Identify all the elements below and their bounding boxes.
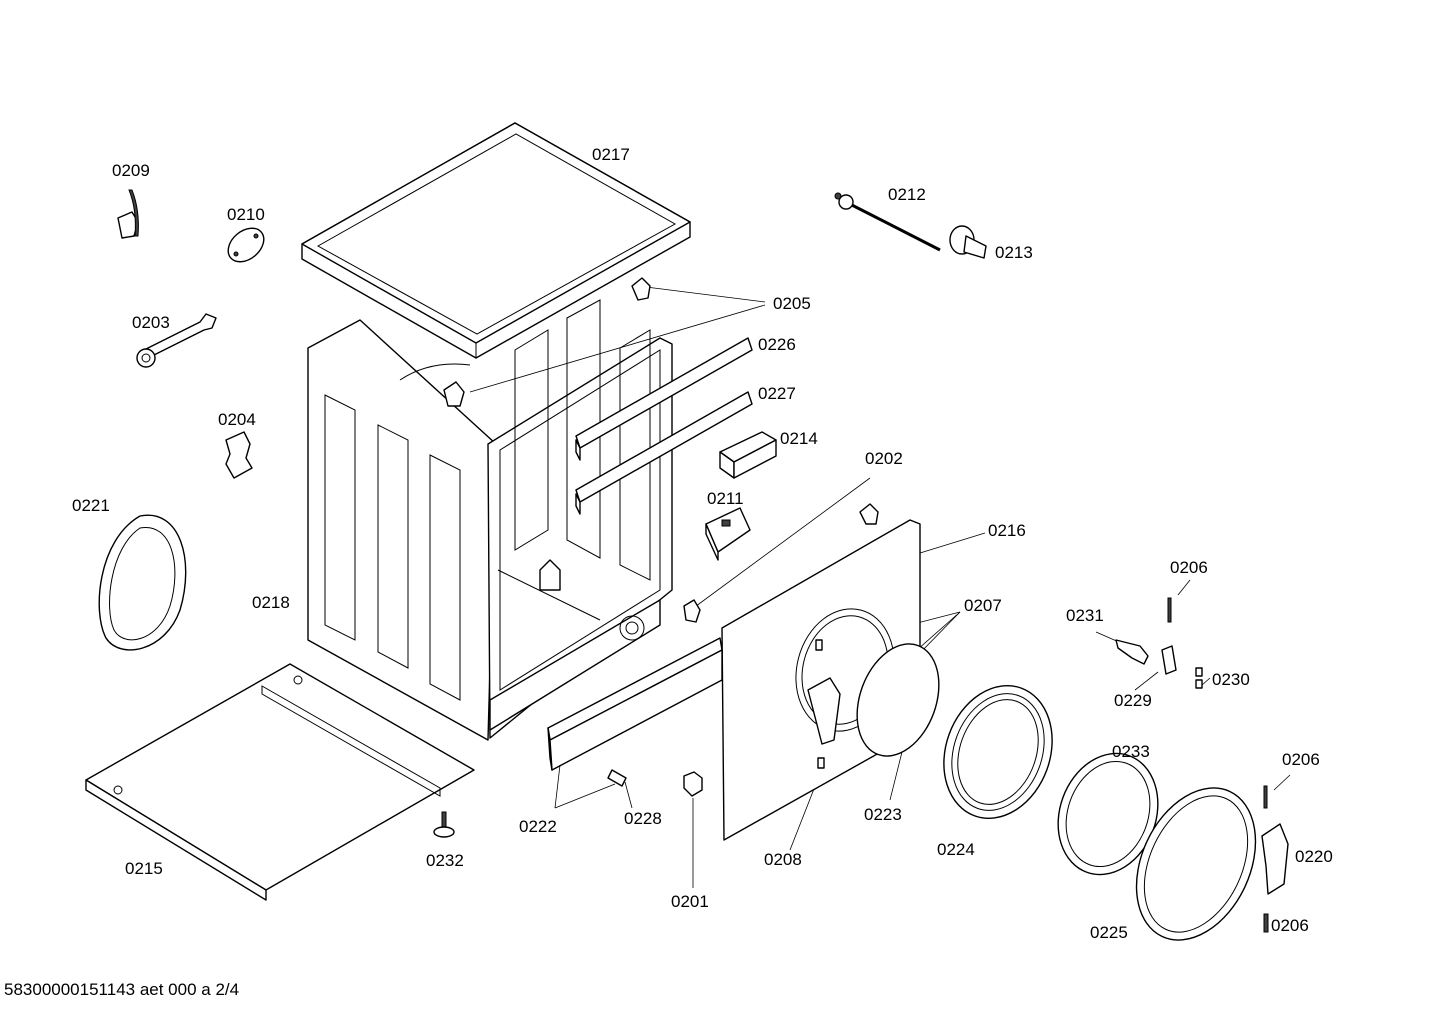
label-0216: 0216 (988, 521, 1026, 540)
crossbars (575, 337, 753, 515)
door-ring (943, 684, 1053, 820)
adjustable-foot (433, 811, 455, 838)
label-0201: 0201 (671, 892, 709, 911)
label-0223: 0223 (864, 805, 902, 824)
label-0207: 0207 (964, 596, 1002, 615)
clip (225, 431, 253, 479)
bolt-cap (949, 225, 987, 259)
door-glass (856, 643, 940, 757)
label-0227: 0227 (758, 384, 796, 403)
label-0213: 0213 (995, 243, 1033, 262)
drain-cap (683, 771, 703, 797)
cabinet (307, 299, 673, 741)
seal (98, 514, 187, 651)
label-0206: 0206 (1271, 916, 1309, 935)
cover-cap (227, 227, 265, 263)
label-0224: 0224 (937, 840, 975, 859)
label-0212: 0212 (888, 185, 926, 204)
door-frame-outer (1135, 787, 1257, 941)
cap-strip (719, 431, 777, 479)
clip (683, 503, 879, 623)
label-0220: 0220 (1295, 847, 1333, 866)
base-plate (85, 663, 475, 901)
transport-bolt (834, 192, 941, 252)
label-0232: 0232 (426, 851, 464, 870)
label-0202: 0202 (865, 449, 903, 468)
label-0215: 0215 (125, 859, 163, 878)
part-labels: 0209 0210 0217 0212 0213 0205 0203 0226 … (72, 145, 1333, 942)
label-0209: 0209 (112, 161, 150, 180)
label-0204: 0204 (218, 410, 256, 429)
worktop (301, 122, 691, 359)
door-lock (705, 507, 751, 561)
label-0222: 0222 (519, 817, 557, 836)
label-0225: 0225 (1090, 923, 1128, 942)
label-0210: 0210 (227, 205, 265, 224)
label-0203: 0203 (132, 313, 170, 332)
label-0217: 0217 (592, 145, 630, 164)
label-0228: 0228 (624, 809, 662, 828)
kickplate-strip (547, 637, 723, 771)
label-0218: 0218 (252, 593, 290, 612)
label-0205: 0205 (773, 294, 811, 313)
label-0214: 0214 (780, 429, 818, 448)
label-0211: 0211 (707, 489, 744, 508)
label-0233: 0233 (1112, 742, 1150, 761)
pins (1167, 597, 1269, 933)
label-0229: 0229 (1114, 691, 1152, 710)
label-0206: 0206 (1170, 558, 1208, 577)
cable-holder (117, 189, 139, 239)
door-handle (1261, 823, 1289, 895)
document-id: 58300000151143 aet 000 a 2/4 (4, 980, 240, 999)
door-latch-parts (1115, 639, 1203, 689)
label-0230: 0230 (1212, 670, 1250, 689)
label-0206: 0206 (1282, 750, 1320, 769)
spanner (136, 313, 217, 368)
label-0231: 0231 (1066, 606, 1104, 625)
label-0221: 0221 (72, 496, 110, 515)
label-0208: 0208 (764, 850, 802, 869)
plug (607, 769, 627, 787)
clamp (443, 277, 651, 407)
label-0226: 0226 (758, 335, 796, 354)
